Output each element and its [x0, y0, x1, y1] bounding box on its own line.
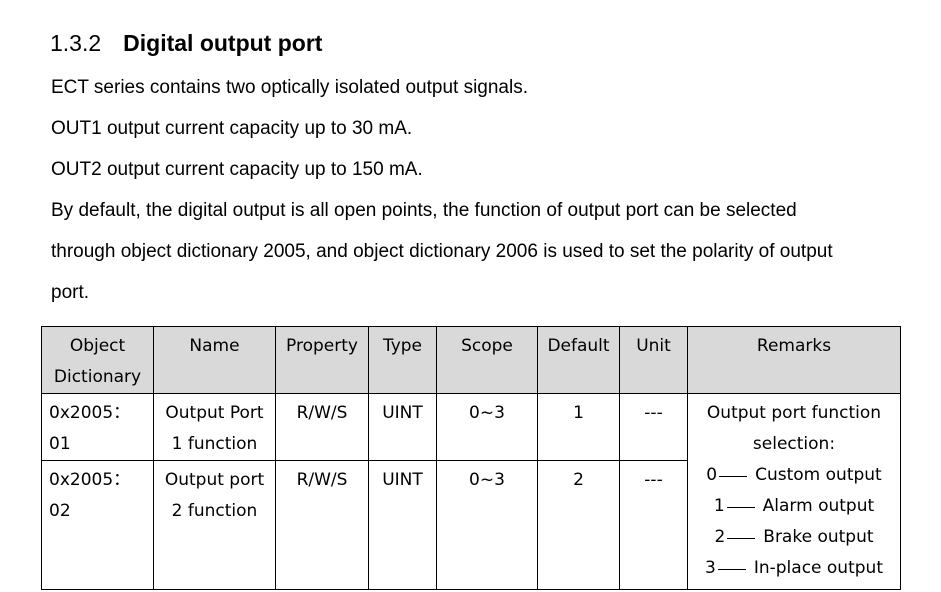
header-text: Object — [69, 336, 126, 356]
cell-default: 1 — [537, 393, 620, 461]
header-property: Property — [275, 326, 369, 394]
cell-property: R/W/S — [275, 393, 369, 461]
cell-type: UINT — [368, 393, 437, 461]
cell-type: UINT — [368, 460, 437, 590]
section-heading: 1.3.2 Digital output port — [50, 26, 322, 60]
remark-text: Output port function — [706, 403, 882, 423]
em-dash — [727, 538, 756, 539]
header-text: Dictionary — [53, 367, 142, 387]
cell-name: Output Port 1 function — [153, 393, 276, 461]
table-header-row: Object Dictionary Name Property Type Sco… — [41, 326, 901, 394]
cell-default: 2 — [537, 460, 620, 590]
cell-unit: --- — [619, 460, 688, 590]
object-dictionary-table: Object Dictionary Name Property Type Sco… — [41, 326, 901, 590]
cell-property: R/W/S — [275, 460, 369, 590]
header-unit: Unit — [619, 326, 688, 394]
cell-text: Output port — [164, 470, 265, 490]
cell-scope: 0~3 — [436, 393, 538, 461]
em-dash — [717, 569, 746, 570]
cell-object-dictionary: 0x2005：02 — [41, 460, 154, 590]
cell-name: Output port 2 function — [153, 460, 276, 590]
paragraph-line: through object dictionary 2005, and obje… — [51, 241, 833, 262]
cell-text: 2 function — [171, 501, 258, 521]
header-remarks: Remarks — [687, 326, 901, 394]
cell-text: 1 function — [171, 434, 258, 454]
paragraph-line: port. — [51, 282, 90, 303]
header-type: Type — [368, 326, 437, 394]
em-dash — [726, 507, 755, 508]
section-title: Digital output port — [123, 30, 323, 56]
header-name: Name — [153, 326, 276, 394]
cell-text: Output Port — [165, 403, 264, 423]
em-dash — [719, 476, 748, 477]
table-row: 0x2005：01 Output Port 1 function R/W/S U… — [41, 393, 901, 590]
paragraph-line: By default, the digital output is all op… — [51, 200, 797, 221]
paragraph-line: OUT2 output current capacity up to 150 m… — [51, 159, 423, 180]
paragraph-line: ECT series contains two optically isolat… — [51, 77, 529, 98]
header-object-dictionary: Object Dictionary — [41, 326, 154, 394]
table-row: 0x2005：02 Output port 2 function R/W/S U… — [41, 460, 901, 590]
remark-text: selection: — [752, 434, 836, 454]
cell-scope: 0~3 — [436, 460, 538, 590]
section-number: 1.3.2 — [50, 30, 102, 56]
paragraph-line: OUT1 output current capacity up to 30 mA… — [51, 118, 413, 139]
cell-unit: --- — [619, 393, 688, 461]
cell-object-dictionary: 0x2005：01 — [41, 393, 154, 461]
header-scope: Scope — [436, 326, 538, 394]
header-default: Default — [537, 326, 620, 394]
